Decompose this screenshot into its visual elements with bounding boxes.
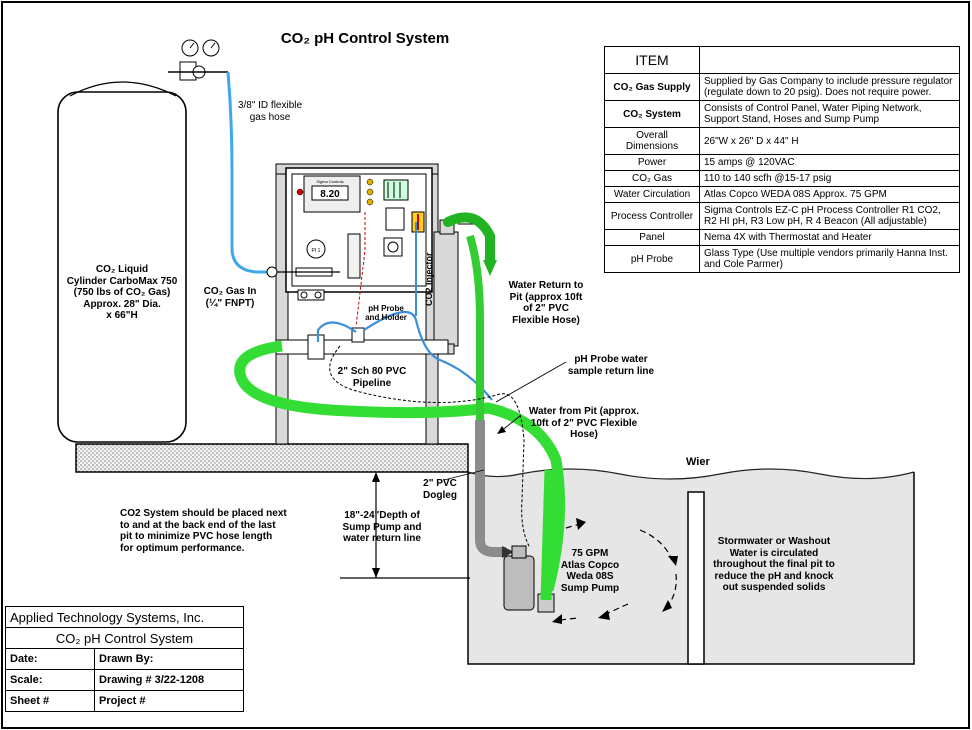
co2-cylinder — [57, 91, 187, 443]
amber-indicator-3 — [366, 198, 374, 206]
water-surface — [467, 468, 915, 480]
solenoid-valve — [385, 207, 405, 231]
spec-value: Atlas Copco WEDA 08S Approx. 75 GPM — [699, 186, 960, 203]
title-block-drawn-by: Drawn By: — [94, 648, 244, 670]
title-block-company: Applied Technology Systems, Inc. — [5, 606, 244, 628]
controller-display — [311, 185, 349, 201]
title-block-sheet: Sheet # — [5, 690, 95, 712]
pressure-gauge — [306, 239, 326, 259]
label-wier: Wier — [686, 456, 710, 468]
label-cylinder: CO₂ Liquid Cylinder CarboMax 750 (750 lb… — [66, 264, 178, 321]
title-block-drawing: Drawing # 3/22-1208 — [94, 669, 244, 691]
depth-arrow-top — [372, 472, 380, 482]
red-indicator — [296, 188, 304, 196]
label-depth: 18"-24"Depth of Sump Pump and water retu… — [342, 510, 422, 544]
spec-value: 26"W x 26" D x 44" H — [699, 127, 960, 155]
spec-header-empty — [699, 46, 960, 74]
label-water-from-pit: Water from Pit (approx. 10ft of 2" PVC F… — [528, 406, 640, 440]
title-block-project-title: CO₂ pH Control System — [5, 627, 244, 649]
return-hose-down — [466, 234, 484, 420]
title-block-scale: Scale: — [5, 669, 95, 691]
depth-arrow-bottom — [372, 568, 380, 578]
water-return-arrow — [483, 260, 497, 276]
spec-key: Power — [604, 154, 700, 171]
ground-slab — [75, 443, 469, 473]
label-placement-note: CO2 System should be placed next to and … — [120, 508, 287, 554]
spec-header: ITEM — [604, 46, 700, 74]
water-return-hose — [443, 212, 495, 267]
spec-value: Supplied by Gas Company to include press… — [699, 73, 960, 101]
weir-wall — [687, 491, 705, 665]
label-gas-in: CO₂ Gas In (¼" FNPT) — [203, 286, 257, 309]
sample-return-dashed — [329, 345, 531, 549]
spec-value: Glass Type (Use multiple vendors primari… — [699, 245, 960, 273]
spec-value: Consists of Control Panel, Water Piping … — [699, 100, 960, 128]
spec-key: Overall Dimensions — [604, 127, 700, 155]
pvc-dogleg — [475, 420, 506, 557]
probe-cable — [355, 212, 366, 327]
gas-hose — [226, 71, 270, 274]
label-pipeline: 2" Sch 80 PVC Pipeline — [337, 366, 407, 389]
terminal-block — [383, 179, 409, 201]
label-pump: 75 GPM Atlas Copco Weda 08S Sump Pump — [560, 548, 620, 594]
spec-key: CO₂ Gas — [604, 170, 700, 187]
spec-key: CO₂ System — [604, 100, 700, 128]
gas-inlet-fitting — [266, 266, 278, 278]
pressure-gauge-label: PI 1 — [312, 248, 321, 254]
water-from-pit-hose — [234, 340, 566, 592]
co2-injector — [433, 231, 459, 347]
page-title: CO₂ pH Control System — [280, 30, 450, 47]
cylinder-shoulder — [69, 81, 177, 97]
spec-key: Panel — [604, 229, 700, 246]
amber-indicator-1 — [366, 178, 374, 186]
spec-value: 15 amps @ 120VAC — [699, 154, 960, 171]
amber-indicator-2 — [366, 188, 374, 196]
title-block-project: Project # — [94, 690, 244, 712]
spec-key: CO₂ Gas Supply — [604, 73, 700, 101]
controller-display-value: 8.20 — [320, 189, 340, 200]
spec-header-row: ITEM — [604, 46, 960, 74]
leader-ph-sample — [495, 361, 567, 403]
controller-brand: Sigma Controls — [316, 179, 343, 184]
label-dogleg: 2" PVC Dogleg — [423, 478, 457, 501]
flowmeter — [347, 233, 361, 279]
label-water-return: Water Return to Pit (approx 10ft of 2" P… — [508, 280, 584, 326]
spec-key: Process Controller — [604, 202, 700, 230]
sump-pump — [503, 555, 535, 611]
spec-value: Sigma Controls EZ-C pH Process Controlle… — [699, 202, 960, 230]
title-block: Applied Technology Systems, Inc. CO₂ pH … — [5, 606, 244, 712]
label-gas-hose: 3/8" ID flexible gas hose — [237, 100, 303, 123]
label-ph-probe-holder: pH Probe and Holder — [365, 304, 407, 323]
spec-value: 110 to 140 scfh @15-17 psig — [699, 170, 960, 187]
sample-line-b — [363, 310, 493, 401]
label-co2-injector: CO2 Injector — [424, 252, 434, 306]
label-ph-sample: pH Probe water sample return line — [567, 354, 655, 377]
junction-box — [383, 237, 403, 257]
spec-value: Nema 4X with Thermostat and Heater — [699, 229, 960, 246]
label-stormwater: Stormwater or Washout Water is circulate… — [713, 536, 835, 593]
spec-key: pH Probe — [604, 245, 700, 273]
spec-key: Water Circulation — [604, 186, 700, 203]
title-block-date: Date: — [5, 648, 95, 670]
sample-line-a — [316, 321, 357, 342]
